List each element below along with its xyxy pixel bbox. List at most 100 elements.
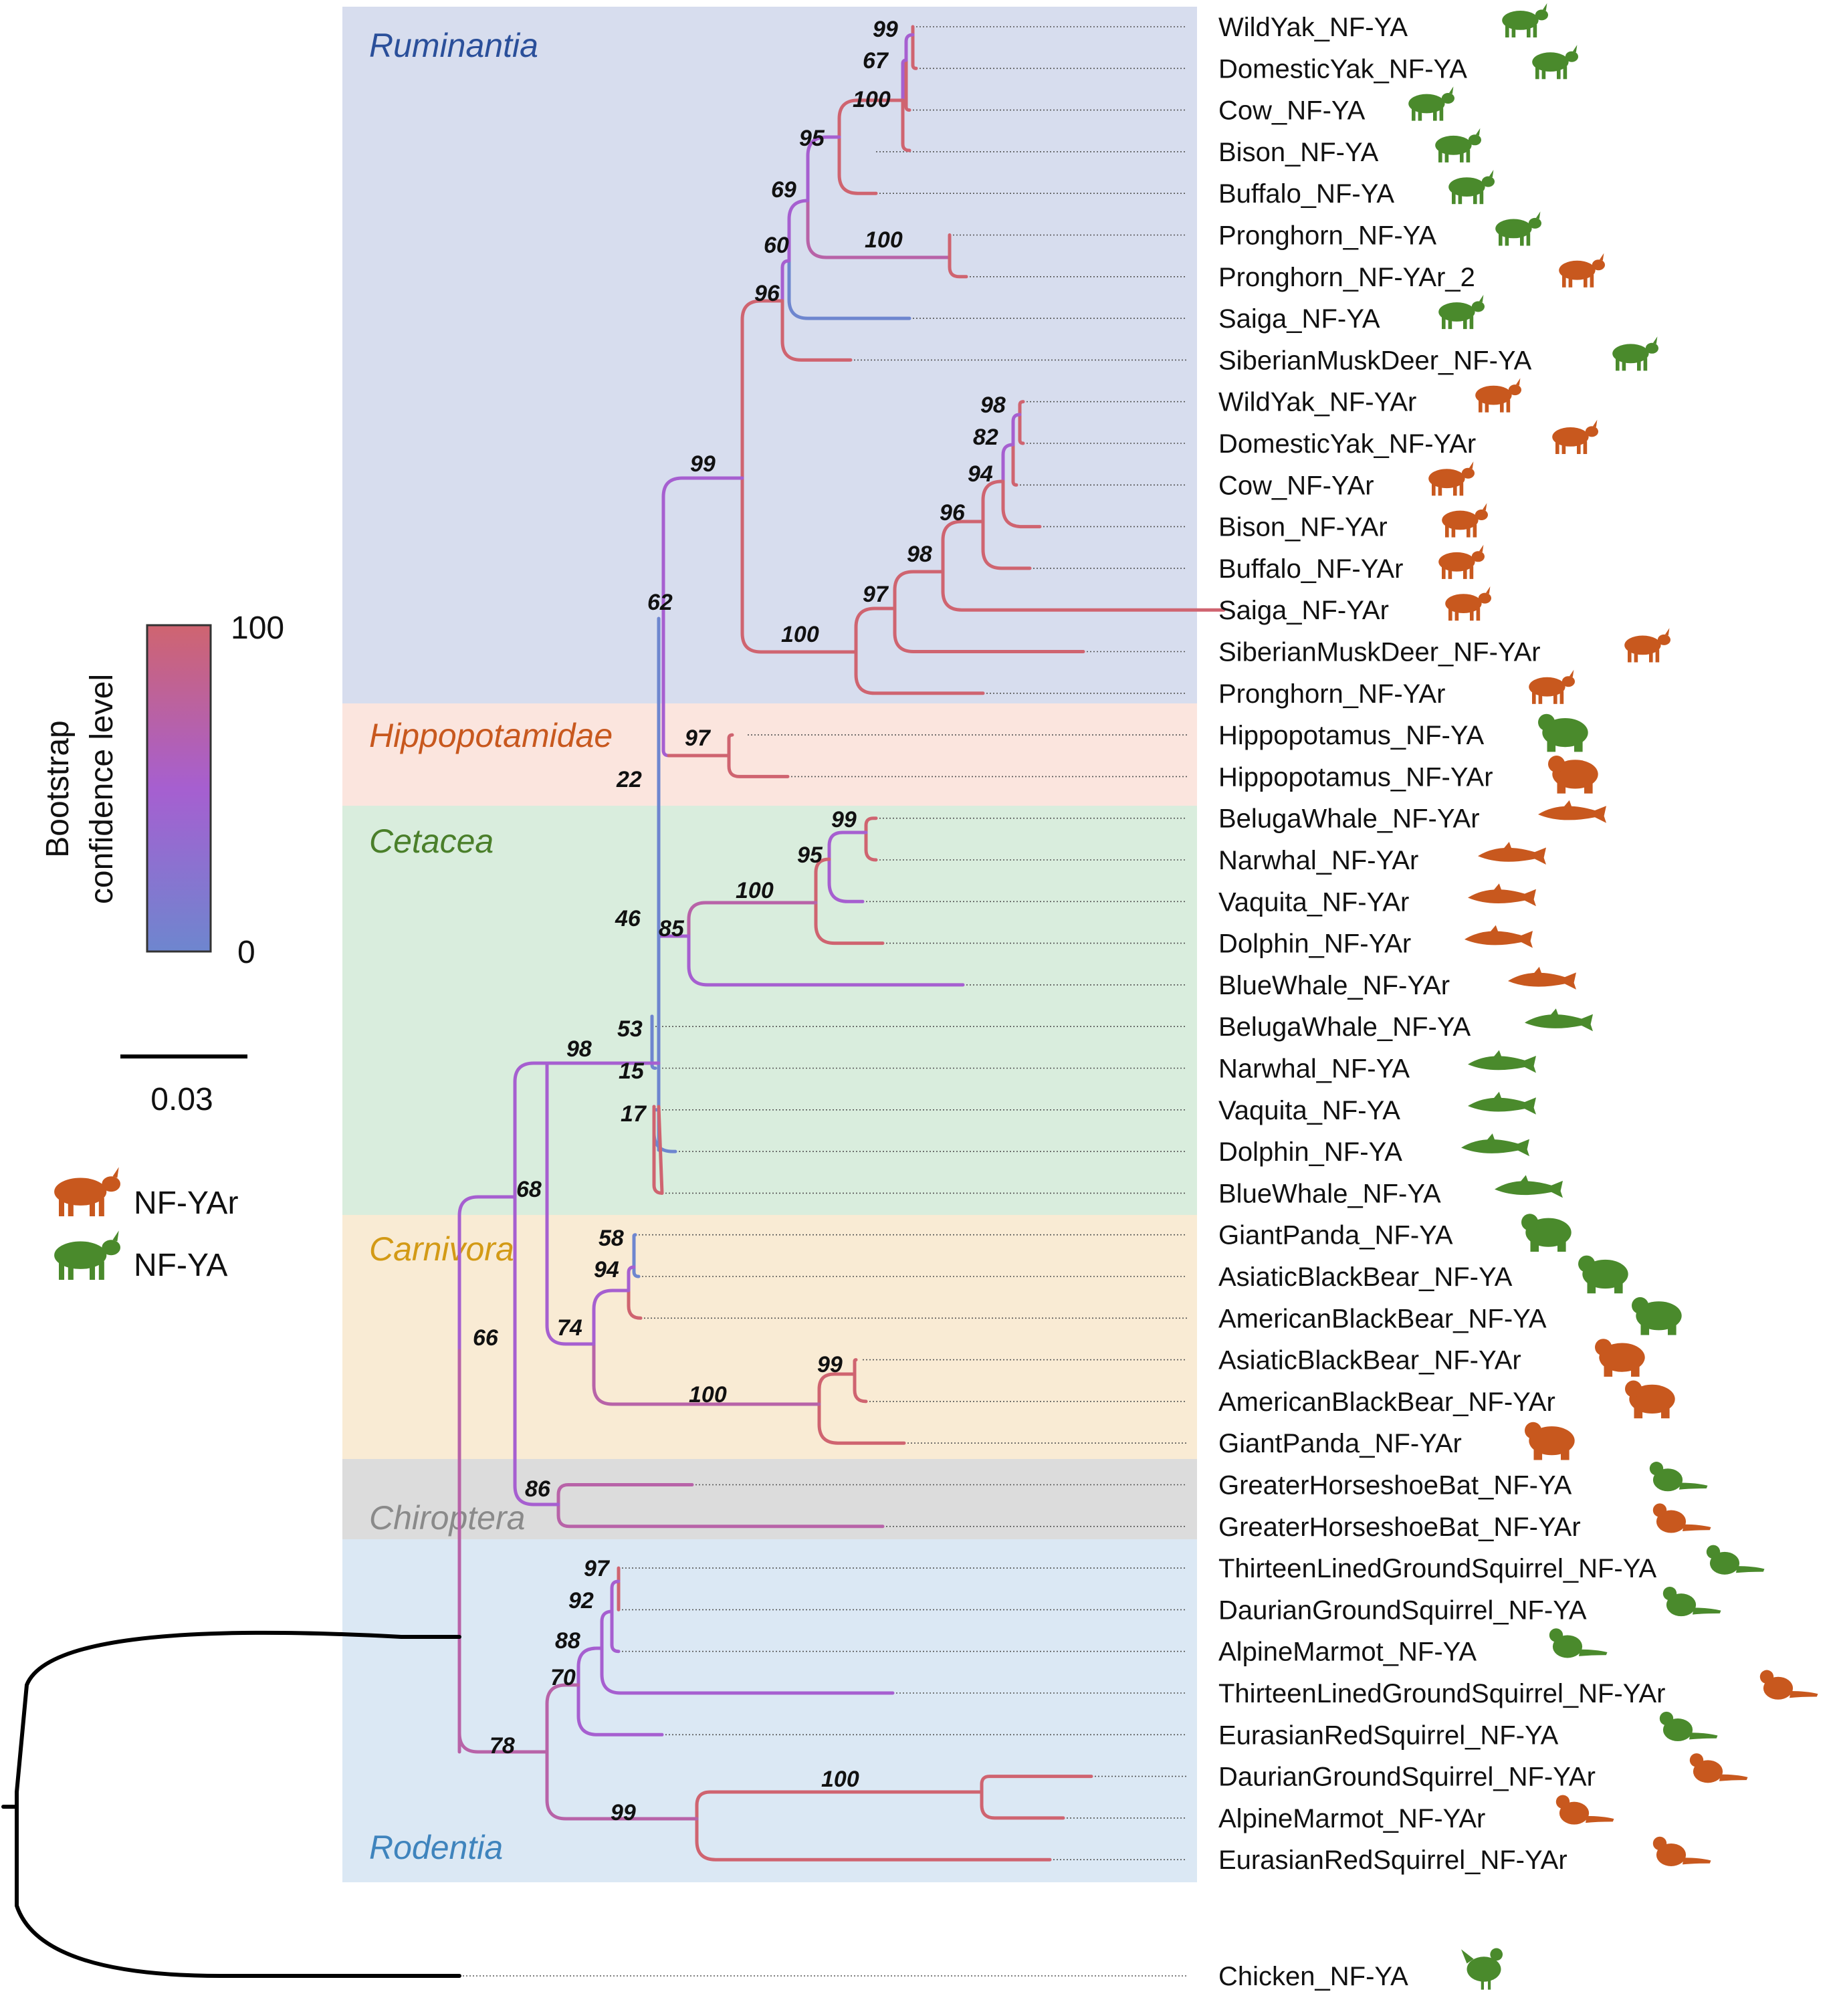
taxon-label: AmericanBlackBear_NF-YAr [1218,1387,1555,1417]
ground-squirrel-icon [1662,1586,1721,1617]
pronghorn-icon [1495,211,1541,246]
tree-branch [948,255,968,279]
bootstrap-label: 66 [473,1325,499,1351]
tree-branch [545,1061,596,1346]
cow-icon [54,1167,120,1216]
tree-branch [695,1817,1052,1862]
taxon-label: ThirteenLinedGroundSquirrel_NF-YAr [1218,1679,1665,1708]
tree-branch [817,1372,857,1406]
taxon-label: AlpineMarmot_NF-YA [1218,1638,1477,1667]
bootstrap-label: 60 [764,233,789,258]
taxon-labels: WildYak_NF-YADomesticYak_NF-YACow_NF-YAB… [1218,13,1665,1991]
taxon-label: SiberianMuskDeer_NF-YA [1218,346,1532,375]
tree-branch [650,1014,657,1070]
taxon-label: SiberianMuskDeer_NF-YAr [1218,638,1541,667]
tree-branch [854,650,985,695]
colorbar-min-label: 0 [237,935,255,970]
bootstrap-label: 78 [490,1733,515,1759]
bootstrap-label: 97 [584,1556,611,1581]
rodentia-panel [342,1539,1197,1882]
bootstrap-label: 98 [566,1036,592,1062]
tree-branch [1001,479,1042,529]
taxon-label: BlueWhale_NF-YAr [1218,971,1450,1000]
whale-icon [1508,966,1576,990]
legend-label-nfya: NF-YA [134,1248,227,1283]
bootstrap-label: 99 [690,451,716,477]
panda-icon [1525,1422,1575,1460]
clade-label-carnivora: Carnivora [369,1230,514,1268]
taxon-label: GiantPanda_NF-YA [1218,1221,1453,1250]
clade-label-rodentia: Rodentia [369,1829,503,1866]
bootstrap-label: 62 [647,590,673,615]
taxon-label: AmericanBlackBear_NF-YA [1218,1304,1547,1333]
bootstrap-label: 82 [973,425,998,450]
taxon-label: Cow_NF-YA [1218,96,1366,126]
taxon-label: GreaterHorseshoeBat_NF-YA [1218,1471,1572,1500]
tree-branch [457,1195,517,1353]
bootstrap-label: 68 [516,1177,542,1202]
bootstrap-label: 85 [659,916,685,941]
taxon-label: Cow_NF-YAr [1218,471,1374,500]
tree-branch [740,299,784,480]
tree-branch [576,1683,664,1737]
taxon-label: Hippopotamus_NF-YA [1218,721,1485,750]
tree-branch [941,570,1226,612]
tree-branch [864,816,878,834]
taxon-label: Vaquita_NF-YAr [1218,887,1409,917]
taxon-label: Hippopotamus_NF-YAr [1218,762,1493,792]
bootstrap-label: 46 [615,906,641,931]
clade-label-hippopotamidae: Hippopotamidae [369,717,613,754]
tree-branch [1018,400,1025,417]
tree-branch [513,1061,549,1199]
tree-branch [1011,443,1018,487]
bison-icon [1442,503,1488,538]
tree-branch [627,1289,643,1320]
tree-branch [893,570,945,610]
bootstrap-label: 15 [619,1058,645,1084]
ground-squirrel-icon [1689,1753,1748,1783]
taxon-label: Vaquita_NF-YA [1218,1096,1400,1125]
tree-branch [632,1265,641,1278]
bootstrap-label: 98 [980,393,1006,418]
bat-icon [1652,1503,1711,1533]
bootstrap-legend: 100 0 Bootstrap confidence level [40,610,284,970]
taxon-label: Dolphin_NF-YA [1218,1137,1402,1167]
dolphin-icon [1461,1133,1529,1157]
bear-icon [1632,1297,1682,1335]
tree-branch [780,299,853,362]
taxon-label: AsiaticBlackBear_NF-YA [1218,1262,1513,1292]
bootstrap-label: 99 [817,1352,843,1377]
tree-branch [814,857,831,905]
tree-branch [981,520,1032,570]
icon-legend: NF-YAr NF-YA [54,1167,238,1283]
musk-deer-icon [1624,628,1670,663]
bootstrap-label: 97 [685,725,712,751]
bootstrap-label: 53 [617,1016,643,1042]
red-squirrel-icon [1659,1711,1718,1742]
taxon-label: Saiga_NF-YA [1218,304,1380,334]
bootstrap-label: 100 [853,87,891,112]
bootstrap-label: 69 [771,177,796,203]
tree-branch [600,1646,895,1695]
tree-branch [1001,443,1015,483]
porpoise-icon [1468,1091,1536,1115]
carnivora-panel [342,1215,1197,1459]
tree-branch [627,1265,636,1293]
bootstrap-label: 100 [781,622,819,647]
taxon-label: Bison_NF-YAr [1218,513,1388,542]
taxon-label: Pronghorn_NF-YAr [1218,679,1445,709]
taxon-label: DaurianGroundSquirrel_NF-YAr [1218,1763,1596,1792]
tree-branch [980,1775,1093,1794]
taxon-label: BelugaWhale_NF-YAr [1218,804,1480,834]
bat-icon [1649,1462,1708,1492]
bootstrap-label: 94 [968,461,993,487]
tree-branch [901,98,911,152]
whale-icon [1495,1175,1563,1198]
tree-branch [980,1790,1065,1820]
cow-icon [1408,86,1454,121]
tree-branch [545,1683,580,1754]
bootstrap-label: 96 [940,500,966,526]
musk-deer-icon [1612,336,1658,371]
bootstrap-label: 98 [907,542,932,567]
tree-branch [610,1579,621,1613]
